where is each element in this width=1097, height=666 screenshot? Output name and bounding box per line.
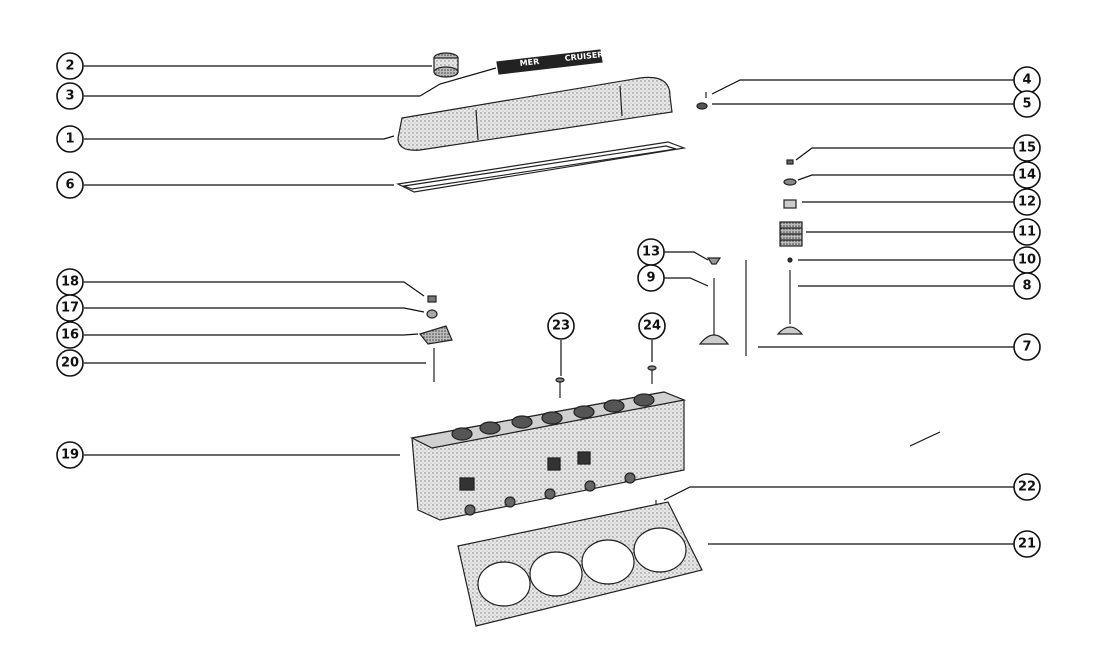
oil-filler-cap [433,52,459,78]
rocker-cover [397,76,673,151]
nameplate-badge: MER CRUISER [496,49,604,75]
callout-19: 19 [56,441,84,469]
callout-3: 3 [56,82,84,110]
svg-text:11: 11 [1018,225,1036,240]
badge-text-left: MER [519,57,539,68]
rocker-cover-gasket [396,141,687,193]
svg-text:21: 21 [1018,537,1036,552]
valve-shield [783,199,797,209]
callout-18: 18 [56,268,84,296]
svg-text:6: 6 [65,178,74,193]
cover-grommet [696,102,708,110]
head-bolt-24 [647,365,657,384]
svg-text:12: 12 [1018,195,1036,210]
svg-text:5: 5 [1022,97,1031,112]
svg-text:18: 18 [61,275,79,290]
svg-text:19: 19 [61,448,79,463]
svg-text:7: 7 [1022,340,1031,355]
valve-spring [779,221,803,247]
valve-lock [786,159,794,165]
callout-11: 11 [1013,218,1041,246]
callout-5: 5 [1013,90,1041,118]
valve-seal [787,257,793,263]
callout-16: 16 [56,321,84,349]
svg-text:24: 24 [643,319,661,334]
svg-text:16: 16 [61,328,79,343]
rocker-arm [418,325,453,345]
svg-text:14: 14 [1018,168,1036,183]
rocker-nut [427,295,437,303]
callout-21: 21 [1013,530,1041,558]
exhaust-valve [776,270,804,335]
callout-2: 2 [56,52,84,80]
callout-4: 4 [1013,66,1041,94]
callout-13: 13 [637,238,665,266]
valve-cap [783,178,797,186]
head-bolt-23 [555,377,565,398]
svg-text:10: 10 [1018,253,1036,268]
callout-12: 12 [1013,188,1041,216]
callout-10: 10 [1013,246,1041,274]
rocker-ball [426,309,438,319]
callout-20: 20 [56,349,84,377]
head-gasket [457,501,703,627]
callout-22: 22 [1013,473,1041,501]
callout-23: 23 [547,312,575,340]
svg-text:9: 9 [646,271,655,286]
callout-9: 9 [637,264,665,292]
svg-text:15: 15 [1018,141,1036,156]
svg-text:13: 13 [642,245,660,260]
badge-text-right: CRUISER [564,50,604,63]
svg-text:17: 17 [61,301,79,316]
callout-8: 8 [1013,272,1041,300]
callout-6: 6 [56,171,84,199]
callout-15: 15 [1013,134,1041,162]
svg-text:8: 8 [1022,279,1031,294]
svg-text:3: 3 [65,89,74,104]
callout-17: 17 [56,294,84,322]
intake-valve [698,278,730,345]
callout-7: 7 [1013,333,1041,361]
valve-keeper [706,257,722,265]
callout-24: 24 [638,312,666,340]
svg-text:22: 22 [1018,480,1036,495]
leader-lines [84,65,1015,545]
svg-text:1: 1 [65,132,74,147]
svg-text:23: 23 [552,319,570,334]
svg-text:2: 2 [65,59,74,74]
svg-text:4: 4 [1022,73,1031,88]
callout-1: 1 [56,125,84,153]
svg-text:20: 20 [61,356,79,371]
cylinder-head [410,391,687,521]
callout-14: 14 [1013,161,1041,189]
